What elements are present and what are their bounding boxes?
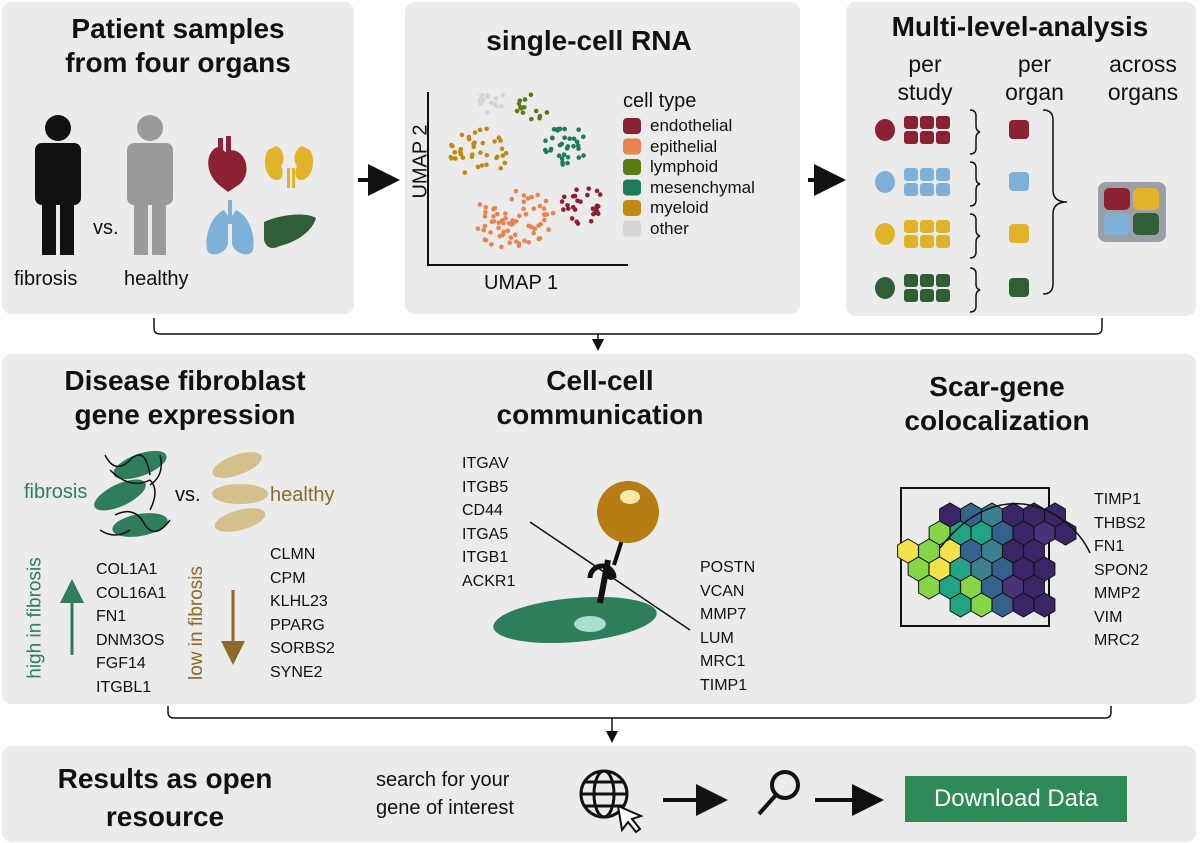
multi-level-grids — [875, 109, 1166, 313]
legend-swatches — [623, 118, 641, 237]
panel3-title: Multi-level-analysis — [891, 11, 1149, 42]
gene-label: PPARG — [270, 616, 325, 634]
gene-label: ITGAV — [462, 455, 509, 472]
legend-swatch — [623, 179, 641, 196]
legend-title: cell type — [623, 90, 697, 112]
gene-label: CPM — [270, 569, 306, 587]
gene-label: VCAN — [700, 582, 745, 600]
lungs-icon — [206, 200, 254, 255]
legend-swatch — [623, 200, 641, 216]
gene-label: DNM3OS — [96, 631, 165, 649]
gene-label: MRC2 — [1094, 632, 1140, 649]
ligand-receptor-icon — [493, 481, 691, 644]
low-in-fibrosis-label: low in fibrosis — [186, 565, 208, 681]
legend-swatch — [623, 118, 641, 134]
gene-label: COL1A1 — [96, 561, 158, 578]
gene-label: TIMP1 — [1094, 491, 1142, 508]
download-data-button[interactable]: Download Data — [905, 776, 1127, 822]
gene-label: FN1 — [1094, 538, 1125, 555]
gene-label: FN1 — [96, 608, 127, 625]
heart-icon — [208, 136, 247, 192]
fibrosis-cells-label: fibrosis — [24, 481, 88, 503]
liver-icon — [264, 214, 316, 248]
gene-label: LUM — [700, 629, 734, 647]
vs-cells-label: vs. — [175, 484, 201, 506]
fibrosis-label: fibrosis — [14, 268, 78, 290]
umap-points — [448, 92, 603, 250]
connector-top — [153, 318, 1103, 335]
gene-label: FGF14 — [96, 655, 146, 672]
umap-y-label: UMAP 2 — [409, 124, 432, 199]
gene-label: MMP2 — [1094, 585, 1141, 602]
healthy-label: healthy — [124, 268, 189, 290]
vs-label: vs. — [93, 217, 119, 239]
legend-item: myeloid — [650, 198, 709, 217]
gene-label: MMP7 — [700, 606, 747, 623]
gene-label: ITGBL1 — [96, 678, 152, 696]
globe-icon — [579, 769, 629, 819]
legend-swatch — [623, 138, 641, 155]
legend-item: lymphoid — [650, 157, 719, 176]
legend-swatch — [623, 220, 641, 237]
gene-label: ITGB5 — [462, 478, 509, 496]
gene-label: VIM — [1094, 608, 1123, 626]
hex-grid — [897, 502, 1077, 618]
gene-label: TIMP1 — [700, 676, 748, 694]
gene-label: ITGB1 — [462, 549, 509, 566]
legend-item: endothelial — [650, 116, 733, 135]
healthy-cells-icon — [212, 452, 268, 532]
umap-axes — [427, 92, 628, 266]
panel2-title: single-cell RNA — [486, 25, 692, 56]
umap-x-label: UMAP 1 — [484, 272, 559, 294]
gene-label: THBS2 — [1094, 514, 1146, 532]
connector-bottom — [167, 706, 1112, 719]
panel-multi-level-analysis — [846, 2, 1196, 316]
cursor-icon — [616, 804, 644, 834]
gene-label: SYNE2 — [270, 663, 323, 681]
high-in-fibrosis-label: high in fibrosis — [24, 557, 46, 679]
gene-label: CD44 — [462, 502, 503, 519]
healthy-person-icon — [127, 115, 173, 255]
gene-label: MRC1 — [700, 653, 746, 670]
gene-label: CLMN — [270, 546, 316, 563]
gene-label: ACKR1 — [462, 572, 516, 590]
legend-item: mesenchymal — [650, 177, 755, 197]
legend-item: other — [650, 218, 689, 238]
gene-label: SPON2 — [1094, 561, 1149, 579]
gene-label: SORBS2 — [270, 640, 335, 657]
legend-swatch — [623, 159, 641, 175]
legend-item: epithelial — [650, 136, 718, 156]
magnifier-icon — [757, 770, 800, 816]
fibrosis-person-icon — [35, 115, 81, 255]
fibrosis-cells-icon — [94, 450, 171, 537]
kidneys-icon — [264, 146, 314, 188]
gene-label: COL16A1 — [96, 584, 167, 602]
gene-label: KLHL23 — [270, 593, 328, 610]
healthy-cells-label: healthy — [270, 484, 335, 506]
gene-label: ITGA5 — [462, 525, 509, 543]
gene-label: POSTN — [700, 559, 756, 576]
